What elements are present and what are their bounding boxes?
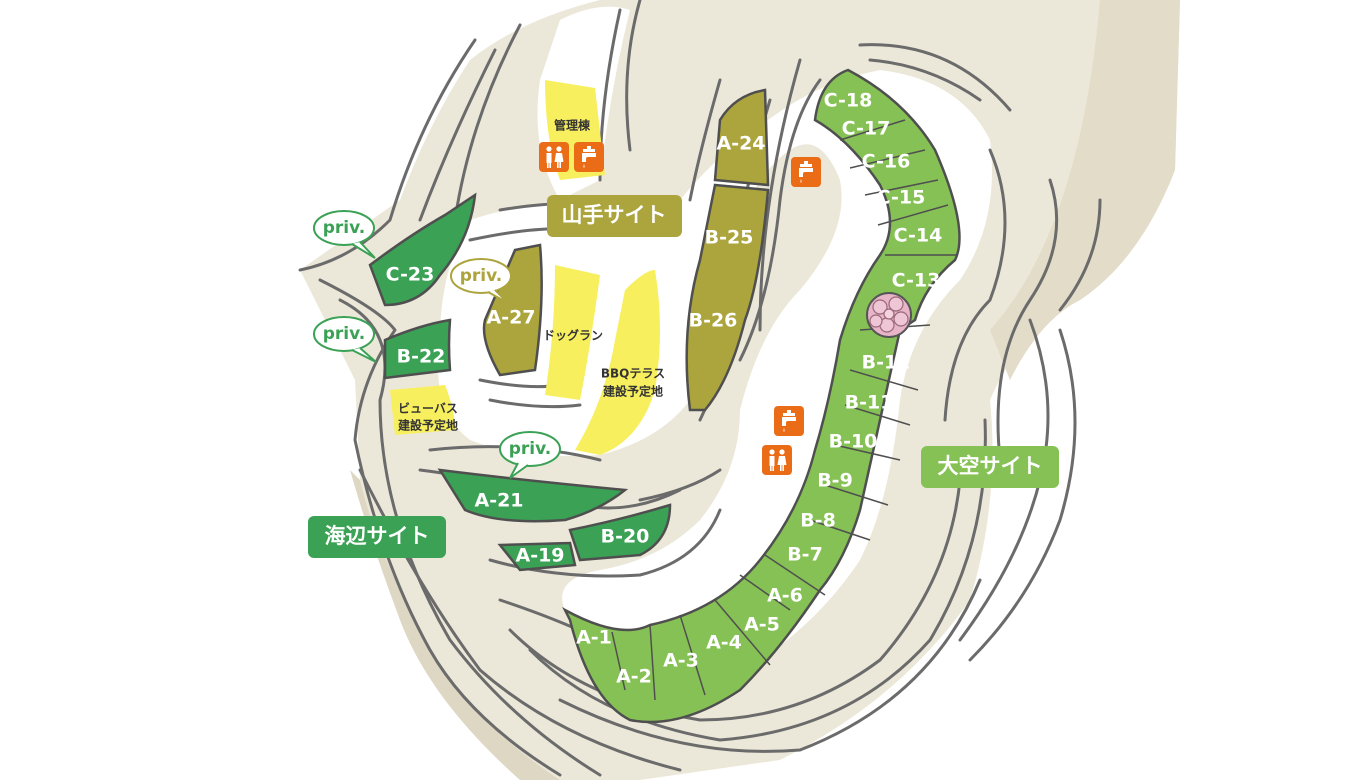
site-c23[interactable]: C-23	[386, 264, 435, 286]
priv-badge-a21: priv.	[499, 431, 561, 479]
kanri-building-label: 管理棟	[554, 118, 591, 133]
priv-text-b22: priv.	[323, 324, 366, 344]
dogrun-label: ドッグラン	[543, 328, 603, 343]
site-b20-shape[interactable]	[568, 503, 672, 562]
site-a27[interactable]: A-27	[486, 307, 535, 329]
site-c23-shape[interactable]	[368, 192, 477, 307]
dogrun-shape[interactable]	[545, 265, 600, 400]
site-c17[interactable]: C-17	[842, 118, 891, 140]
water-tap-icon	[574, 142, 604, 172]
site-b8[interactable]: B-8	[800, 510, 836, 532]
site-a19-shape[interactable]	[497, 541, 577, 572]
area-badge-umibe[interactable]: 海辺サイト	[308, 516, 446, 558]
priv-badge-a27: priv.	[450, 258, 512, 304]
area-name-yamate: 山手サイト	[562, 203, 667, 227]
ozora-site-labels: C-18 C-17 C-16 C-15 C-14 C-13 B-12 B-11 …	[576, 90, 942, 688]
yamate-site-labels: A-24 B-25 B-26 A-27	[486, 133, 765, 332]
site-a1[interactable]: A-1	[576, 627, 612, 649]
bbq-terrace-label-line1: BBQテラス	[601, 367, 665, 381]
site-c18[interactable]: C-18	[824, 90, 873, 112]
priv-text-c23: priv.	[323, 218, 366, 238]
site-b25-b26-shape[interactable]	[685, 183, 770, 412]
site-b22[interactable]: B-22	[397, 346, 446, 368]
flower-icon	[866, 292, 912, 338]
site-a5[interactable]: A-5	[744, 614, 780, 636]
site-b12[interactable]: B-12	[862, 352, 911, 374]
site-b20[interactable]: B-20	[601, 526, 650, 548]
area-name-ozora: 大空サイト	[938, 454, 1043, 478]
umibe-site-labels: C-23 B-22 A-21 B-20 A-19	[386, 264, 650, 567]
water-tap-icon	[774, 406, 804, 436]
viewbath-label-line1: ビューバス	[398, 401, 458, 416]
site-a24-shape[interactable]	[713, 88, 770, 187]
area-badge-ozora[interactable]: 大空サイト	[921, 446, 1059, 488]
site-a27-shape[interactable]	[482, 243, 543, 377]
site-a6[interactable]: A-6	[767, 585, 803, 607]
site-a2[interactable]: A-2	[616, 666, 652, 688]
area-name-umibe: 海辺サイト	[325, 524, 430, 548]
site-b25[interactable]: B-25	[705, 227, 754, 249]
priv-badge-b22: priv.	[313, 316, 377, 363]
area-badge-yamate[interactable]: 山手サイト	[547, 195, 682, 237]
umibe-zone	[368, 192, 672, 572]
bbq-terrace-shape[interactable]	[575, 270, 660, 455]
site-a19[interactable]: A-19	[515, 545, 564, 567]
ozora-zone	[562, 68, 961, 724]
priv-text-a27: priv.	[460, 266, 503, 286]
site-c14[interactable]: C-14	[894, 225, 943, 247]
toilet-icon	[762, 445, 792, 475]
viewbath-shape[interactable]	[390, 385, 455, 435]
water-tap-icon	[791, 157, 821, 187]
site-b11[interactable]: B-11	[845, 392, 894, 414]
site-b22-shape[interactable]	[383, 318, 452, 380]
bbq-terrace-label-line2: 建設予定地	[602, 384, 663, 399]
site-b10[interactable]: B-10	[829, 431, 878, 453]
site-c15[interactable]: C-15	[877, 187, 926, 209]
site-b9[interactable]: B-9	[817, 470, 853, 492]
site-b26[interactable]: B-26	[689, 310, 738, 332]
site-b7[interactable]: B-7	[787, 544, 823, 566]
viewbath-label-line2: 建設予定地	[397, 418, 458, 433]
site-a21[interactable]: A-21	[474, 490, 523, 512]
site-c13[interactable]: C-13	[892, 270, 941, 292]
toilet-icon	[539, 142, 569, 172]
site-a24[interactable]: A-24	[716, 133, 765, 155]
site-a4[interactable]: A-4	[706, 632, 742, 654]
site-c16[interactable]: C-16	[862, 151, 911, 173]
facility-labels: 管理棟 ドッグラン BBQテラス 建設予定地 ビューバス 建設予定地	[397, 118, 665, 433]
priv-badge-c23: priv.	[313, 210, 376, 259]
priv-text-a21: priv.	[509, 439, 552, 459]
site-a3[interactable]: A-3	[663, 650, 699, 672]
